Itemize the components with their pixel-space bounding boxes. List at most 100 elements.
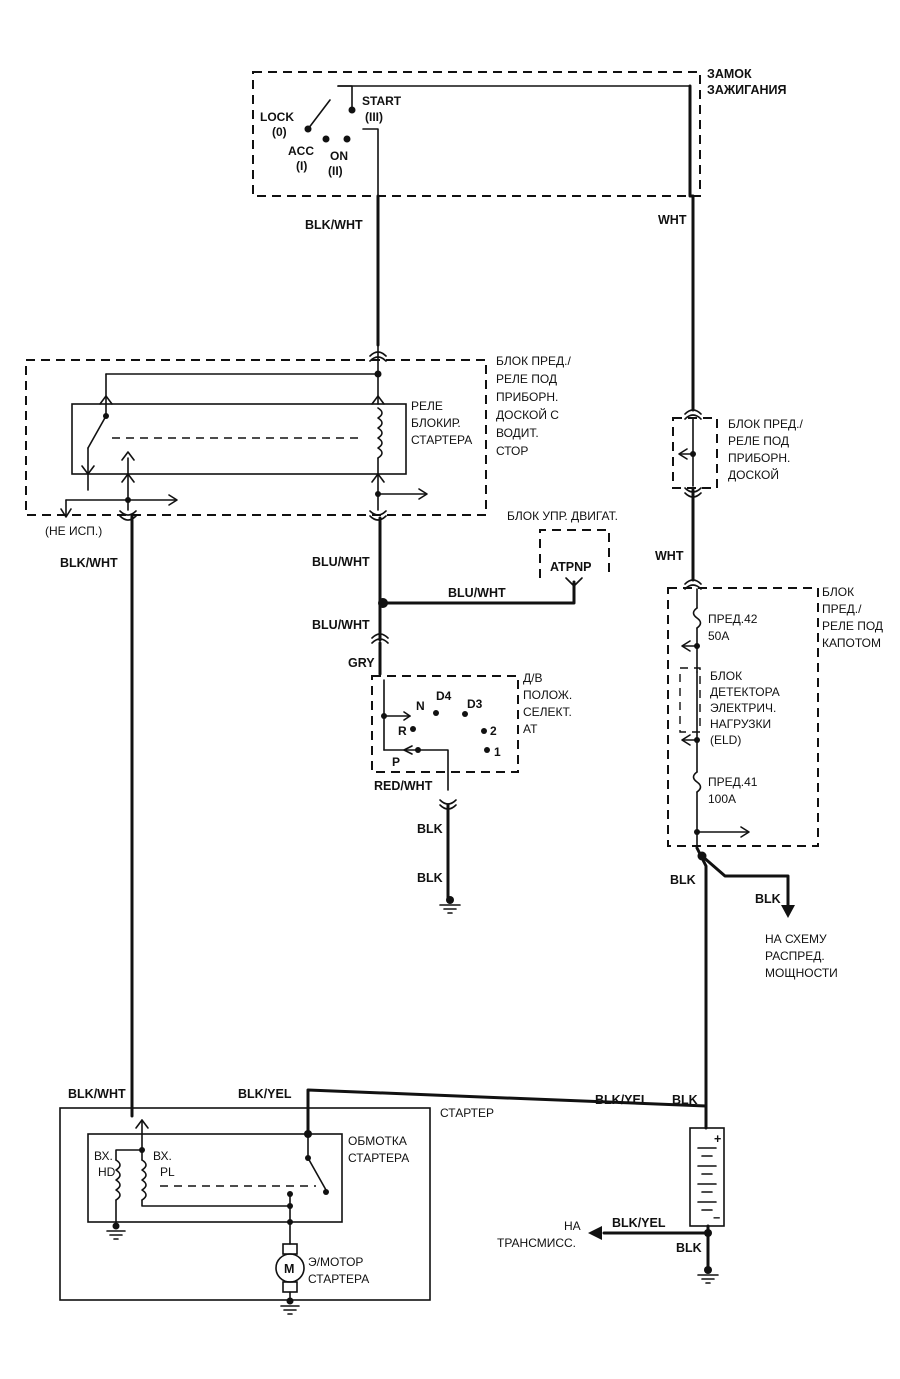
power-dist-label-3: МОЩНОСТИ	[765, 966, 838, 980]
connector-selector-top	[371, 633, 389, 639]
relay-label-2: БЛОКИР.	[411, 416, 461, 430]
motor-brush-bottom	[282, 1281, 298, 1293]
wire-label-blu-wht-3: BLU/WHT	[312, 618, 370, 632]
underhood-fuse-box: БЛОК ПРЕД./ РЕЛЕ ПОД КАПОТОМ ПРЕД.42 50А…	[667, 579, 883, 849]
ground-icon	[280, 1297, 300, 1315]
wire-label-blk-6: BLK	[676, 1241, 702, 1255]
ignition-switch: ЗАМОК ЗАЖИГАНИЯ LOCK (0) ACC (I) ON (II)…	[252, 67, 786, 197]
acc-label: ACC	[288, 144, 314, 158]
dash-fuse-box: БЛОК ПРЕД./ РЕЛЕ ПОД ПРИБОРН. ДОСКОЙ	[672, 409, 804, 498]
battery-minus: −	[713, 1211, 720, 1225]
pull-in-node	[287, 1203, 293, 1209]
left-branch-arrow	[168, 494, 178, 506]
fuse41-branch-arrow	[740, 826, 750, 838]
start-position: (III)	[365, 110, 383, 124]
fuse41-rating: 100А	[708, 792, 736, 806]
pos-1: 1	[494, 745, 501, 759]
ecm-pin-connector	[565, 577, 583, 587]
wire-label-blu-wht-1: BLU/WHT	[312, 555, 370, 569]
starter-outline	[59, 1107, 431, 1301]
eld-branch-arrow	[681, 734, 691, 746]
wire-label-blk-4: BLK	[755, 892, 781, 906]
wire-label-blk-wht-2: BLK/WHT	[60, 556, 118, 570]
wire-label-red-wht: RED/WHT	[374, 779, 433, 793]
acc-position: (I)	[296, 159, 307, 173]
dash-fuse-connector-bottom	[684, 487, 702, 493]
underhood-title-2: ПРЕД./	[822, 602, 862, 616]
acc-contact	[322, 135, 330, 143]
dash-fuse-connector-bottom-2	[684, 492, 702, 498]
eld-label-2: ДЕТЕКТОРА	[710, 685, 780, 699]
eld-label-1: БЛОК	[710, 669, 742, 683]
pos-p: P	[392, 755, 400, 769]
dash-relay-title-5: ВОДИТ.	[496, 426, 539, 440]
lock-position: (0)	[272, 125, 287, 139]
ecm-box	[539, 529, 610, 578]
pull-in-out	[141, 1199, 291, 1207]
selector-switch-box	[371, 675, 519, 773]
wire-label-blu-wht-2: BLU/WHT	[448, 586, 506, 600]
wire-label-wht-1: WHT	[658, 213, 687, 227]
relay-pin-arrow-1	[99, 395, 113, 405]
fuse41-label: ПРЕД.41	[708, 775, 758, 789]
ground-icon	[439, 896, 461, 914]
ecm-pin-atpnp: ATPNP	[550, 560, 591, 574]
connector-selector-top-2	[371, 638, 389, 644]
wire-blk-power-dist	[700, 854, 790, 907]
pos-d4: D4	[436, 689, 452, 703]
connector-relay-bottom-right-2	[369, 515, 387, 521]
pull-in-coil	[141, 1159, 147, 1201]
wire-label-wht-2: WHT	[655, 549, 684, 563]
transmission-label-2: ТРАНСМИСС.	[497, 1236, 576, 1250]
eld-label-4: НАГРУЗКИ	[710, 717, 771, 731]
underhood-connector-top-2	[684, 584, 702, 590]
underhood-connector-top	[684, 579, 702, 585]
solenoid-label-2: СТАРТЕРА	[348, 1151, 409, 1165]
connector-relay-bottom-right	[369, 510, 387, 516]
fuse42-label: ПРЕД.42	[708, 612, 758, 626]
relay-branch-right-arrow	[418, 488, 428, 500]
d3-contact	[481, 728, 487, 734]
selector-p-arrow	[403, 745, 413, 755]
dash-fuse-title-2: РЕЛЕ ПОД	[728, 434, 789, 448]
lock-label: LOCK	[260, 110, 294, 124]
battery: + −	[689, 1127, 725, 1227]
unused-pin-arrow	[60, 508, 72, 518]
pull-in-label-2: PL	[160, 1165, 175, 1179]
wire-label-blk-yel-2: BLK/YEL	[595, 1093, 649, 1107]
dash-relay-title-4: ДОСКОЙ С	[496, 407, 559, 422]
dash-fuse-connector-top-2	[684, 414, 702, 420]
switch-arm	[307, 99, 331, 130]
on-contact	[343, 135, 351, 143]
ignition-switch-box	[252, 71, 701, 197]
p-contact	[415, 747, 421, 753]
dash-fuse-branch-arrow	[678, 448, 688, 460]
starter-assembly: СТАРТЕР ОБМОТКА СТАРТЕРА ВХ. HD ВХ. PL	[59, 1106, 494, 1301]
relay-pin-arrow-2	[371, 395, 385, 405]
ignition-title-line2: ЗАЖИГАНИЯ	[707, 83, 786, 97]
wire-label-blk-1: BLK	[417, 822, 443, 836]
wire-label-blk-3: BLK	[670, 873, 696, 887]
wire-label-blk-2: BLK	[417, 871, 443, 885]
fuse42-rating: 50А	[708, 629, 729, 643]
fuse-41-symbol	[692, 771, 702, 793]
fuse-42-symbol	[692, 607, 702, 629]
motor-brush-top	[282, 1243, 298, 1255]
connector-relay-bottom-left-2	[119, 515, 137, 521]
connector-selector-bottom	[439, 799, 457, 805]
n-contact	[433, 710, 439, 716]
dash-fuse-box-outline	[672, 417, 718, 489]
ignition-title-line1: ЗАМОК	[707, 67, 752, 81]
transmission-label-1: НА	[564, 1219, 581, 1233]
dash-relay-title-1: БЛОК ПРЕД./	[496, 354, 572, 368]
battery-plus: +	[714, 1132, 721, 1146]
selector-arrow	[403, 711, 411, 721]
on-label: ON	[330, 149, 348, 163]
wire-label-blk-wht-1: BLK/WHT	[305, 218, 363, 232]
wire-wht-upper	[688, 84, 695, 412]
ecm-title: БЛОК УПР. ДВИГАТ.	[507, 509, 618, 523]
contact-blade	[307, 1157, 327, 1191]
dash-relay-title-2: РЕЛЕ ПОД	[496, 372, 557, 386]
selector-title-3: СЕЛЕКТ.	[523, 705, 572, 719]
ground-icon	[697, 1266, 719, 1284]
